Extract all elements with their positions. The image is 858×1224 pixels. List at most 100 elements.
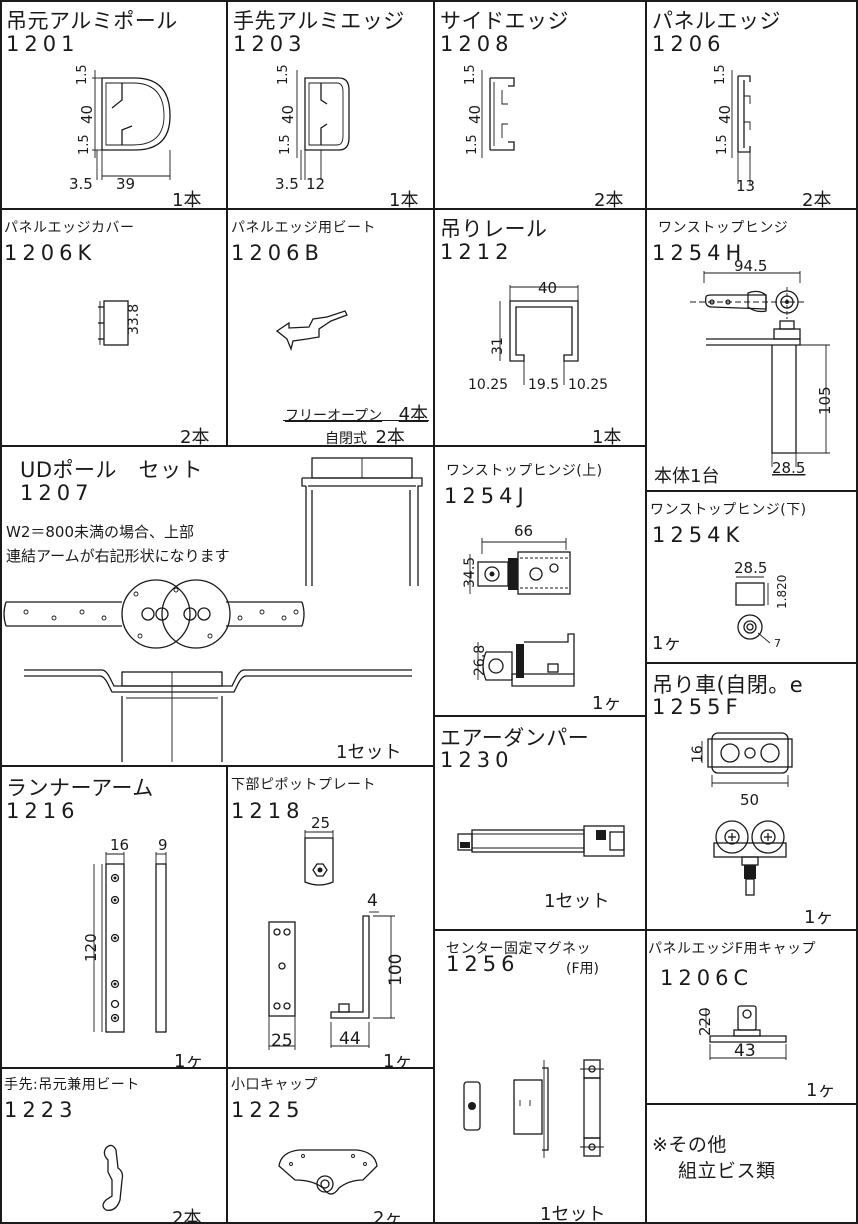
svg-text:3.5: 3.5 bbox=[275, 175, 299, 193]
part-1254K: ワンストップヒンジ(下) 1254K 28.5 1.820 7 1ヶ bbox=[646, 491, 856, 662]
part-qty: 2本 bbox=[180, 427, 210, 448]
svg-text:4: 4 bbox=[367, 891, 378, 911]
profile-drawing: 28.5 1.820 7 bbox=[734, 559, 789, 650]
part-qty: 1ヶ bbox=[806, 1080, 836, 1101]
part-code: 1254K bbox=[652, 523, 745, 547]
part-1201: 吊元アルミポール 1201 1.5 40 1.5 3.5 39 1本 bbox=[0, 0, 226, 211]
part-qty: 1本 bbox=[592, 427, 622, 448]
part-1203: 手先アルミエッジ 1203 1.5 40 1.5 3.5 12 1本 bbox=[227, 0, 433, 211]
svg-text:1.5: 1.5 bbox=[278, 134, 293, 155]
profile-drawing: 220 43 bbox=[696, 1005, 787, 1061]
magnet-drawing bbox=[463, 1059, 604, 1158]
part-qty: 1セット bbox=[544, 891, 610, 912]
part-code: 1254J bbox=[444, 484, 529, 508]
svg-text:10.25: 10.25 bbox=[468, 377, 508, 393]
svg-text:34.5: 34.5 bbox=[462, 557, 478, 588]
part-qty: 本体1台 bbox=[654, 466, 720, 487]
part-1225: 小口キャップ 1225 2ヶ bbox=[227, 1068, 433, 1224]
svg-text:26.8: 26.8 bbox=[472, 645, 488, 676]
part-1207: UDポール セット 1207 W2＝800未満の場合、上部 連結アームが右記形状… bbox=[0, 446, 433, 765]
svg-text:25: 25 bbox=[311, 814, 330, 832]
svg-text:28.5: 28.5 bbox=[772, 459, 805, 477]
part-1223: 手先:吊元兼用ビート 1223 2本 bbox=[0, 1068, 226, 1224]
svg-text:40: 40 bbox=[279, 105, 297, 124]
part-qty: 2ヶ bbox=[373, 1208, 403, 1224]
part-name: 吊りレール bbox=[440, 217, 548, 241]
svg-text:1.5: 1.5 bbox=[77, 134, 92, 155]
svg-text:13: 13 bbox=[736, 177, 755, 195]
note-line-2: 連結アームが右記形状になります bbox=[6, 547, 230, 565]
part-name: エアーダンパー bbox=[440, 726, 590, 750]
part-name: 吊元アルミポール bbox=[6, 9, 178, 33]
part-name: ワンストップヒンジ(下) bbox=[650, 502, 807, 518]
qty-value: 4本 bbox=[398, 404, 429, 425]
svg-text:10.25: 10.25 bbox=[568, 377, 608, 393]
profile-drawing bbox=[102, 1144, 124, 1211]
profile-drawing: 16 9 120 bbox=[82, 836, 168, 1033]
svg-text:19.5: 19.5 bbox=[528, 377, 559, 393]
part-name: 吊り車(自閉。e bbox=[652, 673, 804, 697]
svg-text:1.5: 1.5 bbox=[463, 64, 478, 85]
svg-text:31: 31 bbox=[490, 337, 506, 355]
svg-text:105: 105 bbox=[816, 386, 834, 415]
other-items: ※その他 組立ビス類 bbox=[646, 1104, 856, 1224]
part-1212: 吊りレール 1212 40 31 10.25 19.5 10.25 1本 bbox=[434, 209, 645, 448]
part-qty: 1ヶ bbox=[652, 633, 682, 654]
profile-drawing: 16 50 bbox=[690, 732, 793, 896]
part-1206: パネルエッジ 1206 1.5 40 1.5 13 2本 bbox=[646, 0, 856, 211]
part-name: パネルエッジ bbox=[652, 9, 781, 33]
part-code: 1218 bbox=[231, 799, 305, 823]
part-1230: エアーダンパー 1230 1セット bbox=[434, 716, 645, 929]
qty-value: 2本 bbox=[375, 427, 405, 448]
profile-drawing: 40 31 10.25 19.5 10.25 bbox=[468, 279, 608, 393]
part-name: パネルエッジカバー bbox=[4, 220, 135, 236]
part-qty: 2本 bbox=[594, 190, 624, 211]
part-name: 下部ピポットプレート bbox=[231, 777, 376, 793]
part-qty: 1本 bbox=[172, 190, 202, 211]
svg-text:1.5: 1.5 bbox=[465, 134, 480, 155]
svg-text:25: 25 bbox=[271, 1031, 293, 1051]
part-code: 1256 bbox=[446, 952, 520, 976]
qty-label: 自閉式 bbox=[325, 431, 367, 447]
part-code: 1212 bbox=[440, 240, 514, 264]
part-code: 1206C bbox=[660, 966, 754, 990]
part-code: 1206B bbox=[231, 241, 324, 265]
profile-drawing: 66 34.5 26.8 bbox=[462, 522, 575, 687]
qty-label: フリーオープン bbox=[285, 408, 383, 424]
part-1208: サイドエッジ 1208 1.5 40 1.5 2本 bbox=[434, 0, 645, 211]
profile-drawing: 1.5 40 1.5 13 bbox=[713, 64, 755, 195]
svg-text:1.5: 1.5 bbox=[75, 64, 90, 85]
part-name: 手先:吊元兼用ビート bbox=[4, 1077, 140, 1093]
profile-drawing: 25 25 4 100 44 bbox=[268, 814, 406, 1051]
part-name: ワンストップヒンジ bbox=[658, 220, 789, 236]
part-name: 小口キャップ bbox=[231, 1077, 318, 1093]
profile-drawing: 1.5 40 1.5 bbox=[463, 64, 515, 158]
part-sub: (F用) bbox=[566, 961, 599, 977]
svg-text:12: 12 bbox=[306, 175, 325, 193]
part-name: UDポール セット bbox=[20, 458, 204, 482]
svg-text:33.8: 33.8 bbox=[126, 304, 142, 335]
profile-drawing: 94.5 105 28.5 bbox=[690, 257, 834, 477]
part-code: 1201 bbox=[6, 32, 80, 56]
svg-text:66: 66 bbox=[514, 522, 533, 540]
part-code: 1230 bbox=[440, 748, 514, 772]
part-qty: 1本 bbox=[389, 190, 419, 211]
svg-text:1.5: 1.5 bbox=[276, 64, 291, 85]
part-qty: 1セット bbox=[336, 742, 402, 763]
part-1206K: パネルエッジカバー 1206K 33.8 2本 bbox=[0, 209, 226, 448]
part-name: サイドエッジ bbox=[440, 9, 569, 33]
svg-text:100: 100 bbox=[386, 954, 406, 986]
svg-text:40: 40 bbox=[78, 105, 96, 124]
part-qty: 1ヶ bbox=[174, 1051, 204, 1072]
svg-text:1.5: 1.5 bbox=[713, 64, 728, 85]
damper-drawing bbox=[457, 825, 625, 857]
part-qty: 1ヶ bbox=[383, 1051, 413, 1072]
part-name: ワンストップヒンジ(上) bbox=[446, 463, 603, 479]
svg-text:44: 44 bbox=[339, 1029, 361, 1049]
part-code: 1206 bbox=[652, 32, 726, 56]
svg-text:1.5: 1.5 bbox=[715, 134, 730, 155]
svg-text:40: 40 bbox=[716, 105, 734, 124]
svg-text:50: 50 bbox=[740, 791, 759, 809]
svg-text:1.820: 1.820 bbox=[775, 575, 789, 609]
part-qty: 1セット bbox=[540, 1204, 606, 1224]
